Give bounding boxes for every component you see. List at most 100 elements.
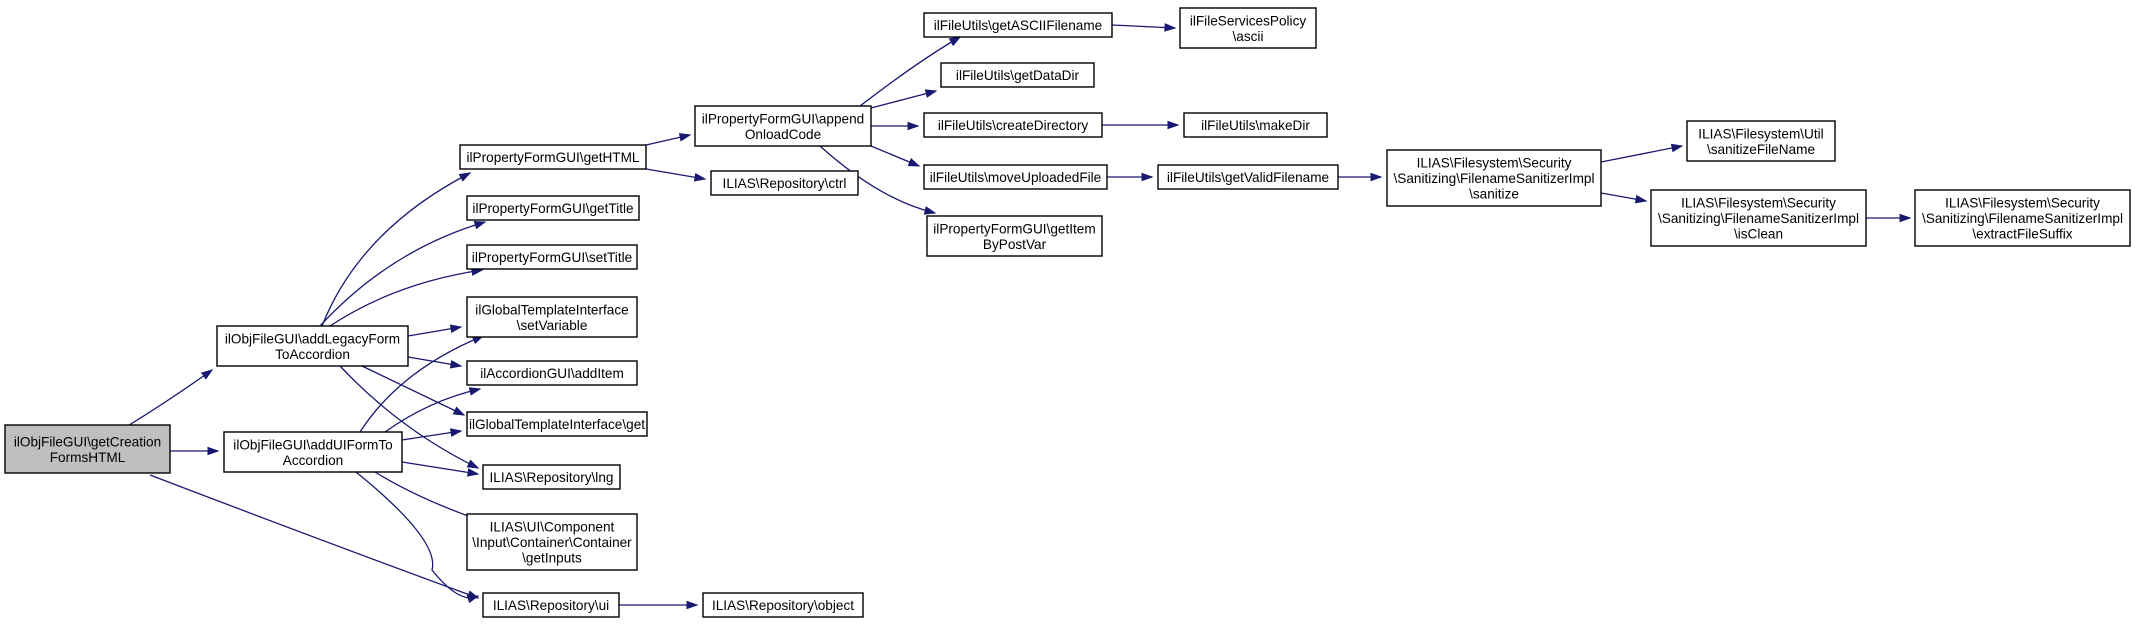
arrowhead-icon [207, 446, 220, 456]
arrowhead-icon [948, 36, 962, 47]
node-box [923, 112, 1103, 138]
graph-node[interactable]: ILIAS\Repository\object [702, 592, 864, 618]
node-label: ilAccordionGUI\addItem [480, 366, 624, 381]
arrowhead-icon [449, 428, 463, 437]
node-label: ILIAS\Filesystem\Util [1698, 126, 1823, 141]
node-label: ToAccordion [275, 347, 350, 362]
graph-node[interactable]: ilPropertyFormGUI\getTitle [466, 195, 640, 221]
graph-node[interactable]: ILIAS\Filesystem\Util\sanitizeFileName [1686, 120, 1836, 162]
graph-node[interactable]: ilFileUtils\createDirectory [923, 112, 1103, 138]
node-label: \ascii [1233, 29, 1264, 44]
node-box [466, 195, 640, 221]
graph-node[interactable]: ILIAS\Filesystem\Security\Sanitizing\Fil… [1914, 189, 2131, 247]
node-label: ilPropertyFormGUI\append [702, 111, 864, 126]
node-label: ilPropertyFormGUI\getTitle [472, 201, 633, 216]
edge-n23-n24 [1338, 172, 1383, 182]
edge-line [355, 471, 479, 599]
edge-n14-n16 [859, 36, 962, 107]
edge-n14-n19 [870, 145, 921, 167]
edge-n2-n11 [339, 365, 480, 469]
edge-line [339, 365, 479, 469]
arrowhead-icon [1899, 213, 1912, 223]
node-label: ilGlobalTemplateInterface\get [469, 417, 645, 432]
graph-node[interactable]: ilAccordionGUI\addItem [466, 360, 638, 386]
edge-n14-n18 [871, 121, 920, 131]
node-label: ilFileUtils\moveUploadedFile [930, 170, 1102, 185]
edge-line [359, 335, 484, 433]
node-box [223, 431, 403, 473]
graph-node[interactable]: ilFileUtils\getASCIIFilename [923, 12, 1113, 38]
node-box [923, 12, 1113, 38]
node-label: ilFileServicesPolicy [1190, 13, 1307, 28]
node-box [940, 62, 1095, 88]
edge-n14-n20 [819, 145, 937, 215]
edge-n5-n14 [645, 133, 692, 146]
node-label: FormsHTML [50, 450, 126, 465]
graph-node[interactable]: ILIAS\Filesystem\Security\Sanitizing\Fil… [1386, 149, 1602, 207]
graph-node[interactable]: ilFileUtils\moveUploadedFile [923, 164, 1108, 190]
node-label: \setVariable [517, 318, 588, 333]
graph-node[interactable]: ilFileUtils\getValidFilename [1157, 164, 1339, 190]
node-label: ILIAS\Filesystem\Security [1417, 156, 1572, 171]
arrowhead-icon [449, 324, 463, 333]
arrowhead-icon [678, 133, 692, 142]
node-label: ilObjFileGUI\addUIFormTo [233, 437, 392, 452]
node-label: ILIAS\Repository\lng [490, 470, 614, 485]
graph-node[interactable]: ilFileUtils\makeDir [1183, 112, 1328, 138]
graph-node[interactable]: ilFileServicesPolicy\ascii [1179, 7, 1317, 49]
node-label: ILIAS\Filesystem\Security [1681, 196, 1836, 211]
edges-layer [125, 23, 1912, 610]
arrowhead-icon [466, 459, 480, 469]
node-label: \sanitize [1469, 187, 1519, 202]
edge-n18-n22 [1102, 120, 1180, 130]
graph-node[interactable]: ILIAS\Filesystem\Security\Sanitizing\Fil… [1650, 189, 1867, 247]
arrowhead-icon [693, 173, 707, 182]
node-box [466, 411, 648, 437]
node-box [466, 513, 638, 571]
edge-line [361, 365, 465, 416]
graph-node[interactable]: ILIAS\Repository\ctrl [710, 170, 859, 196]
node-label: \sanitizeFileName [1707, 142, 1815, 157]
graph-node[interactable]: ILIAS\Repository\ui [482, 592, 620, 618]
edge-n2-n6 [319, 220, 487, 327]
edge-line [329, 269, 483, 327]
edge-n24-n26 [1600, 192, 1648, 204]
arrowhead-icon [466, 594, 480, 604]
edge-n3-n4 [355, 471, 480, 604]
edge-n26-n27 [1866, 213, 1912, 223]
graph-node[interactable]: ILIAS\Repository\lng [482, 464, 621, 490]
node-label: ByPostVar [983, 237, 1047, 252]
graph-node[interactable]: ILIAS\UI\Component\Input\Container\Conta… [466, 513, 638, 571]
node-box [702, 592, 864, 618]
edge-n2-n10 [361, 365, 466, 416]
node-label: ilFileUtils\getASCIIFilename [934, 18, 1102, 33]
edge-line [1600, 145, 1683, 163]
graph-node[interactable]: ilFileUtils\getDataDir [940, 62, 1095, 88]
node-label: ilPropertyFormGUI\getHTML [467, 150, 640, 165]
edge-n5-n15 [645, 168, 707, 182]
edge-n2-n5 [321, 172, 472, 327]
arrowhead-icon [1670, 143, 1684, 153]
graph-node[interactable]: ilGlobalTemplateInterface\get [466, 411, 648, 437]
edge-n2-n8 [407, 324, 463, 337]
graph-node[interactable]: ilPropertyFormGUI\setTitle [466, 244, 638, 270]
edge-line [125, 369, 213, 428]
edge-n1-n3 [170, 446, 220, 456]
arrowhead-icon [686, 600, 699, 610]
edge-n16-n21 [1111, 23, 1177, 32]
node-label: Accordion [283, 453, 343, 468]
graph-node[interactable]: ilGlobalTemplateInterface\setVariable [466, 296, 638, 338]
node-label: \Sanitizing\FilenameSanitizerImpl [1394, 171, 1595, 186]
node-box [1386, 149, 1602, 207]
graph-node[interactable]: ilPropertyFormGUI\getHTML [459, 144, 647, 170]
node-label: ilFileUtils\makeDir [1201, 118, 1310, 133]
arrowhead-icon [907, 157, 921, 167]
edge-line [859, 36, 961, 107]
node-box [482, 592, 620, 618]
